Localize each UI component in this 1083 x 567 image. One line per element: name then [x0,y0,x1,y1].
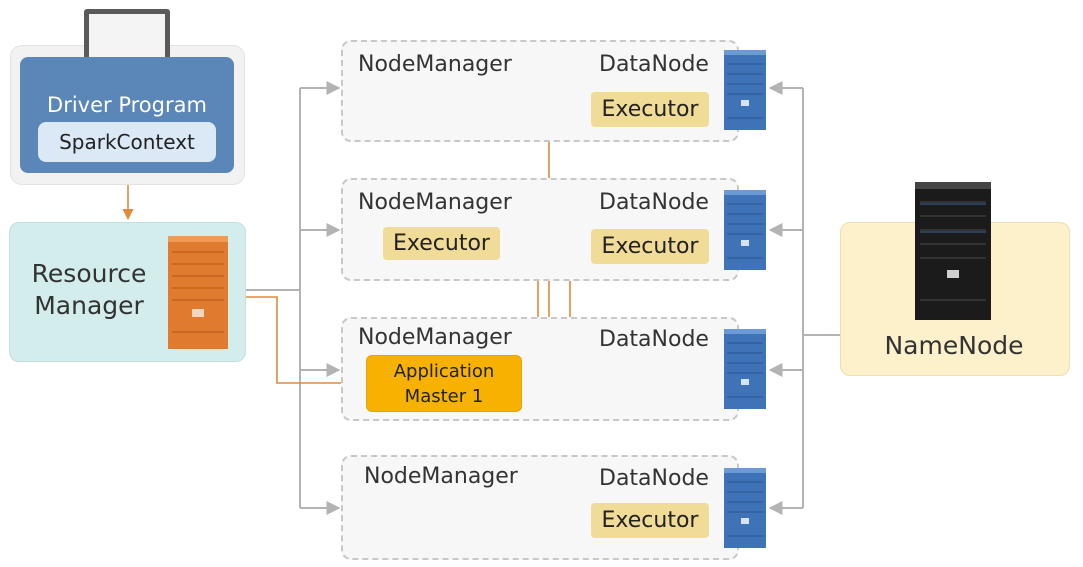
node-4-nodemanager-label: NodeManager [364,464,518,489]
driver-program-title: Driver Program [47,93,207,117]
node-2-nodemanager-label: NodeManager [358,190,512,215]
datanode-2-server-icon [724,190,766,270]
rm-to-nodemanager-connectors [244,81,341,515]
application-master-line1: Application [393,361,495,382]
node-1-datanode-label: DataNode [599,52,709,77]
node-3-datanode-label: DataNode [599,327,709,352]
datanode-1-server-icon [724,50,766,130]
node-3-nodemanager-label: NodeManager [358,325,512,350]
application-master-box: Application Master 1 [366,355,522,412]
datanode-4-server-icon [724,468,766,548]
namenode-server-icon [915,182,991,320]
datanode-3-server-icon [724,329,766,409]
node-1-executor: Executor [591,92,709,127]
worker-node-1 [341,40,739,142]
node-2-datanode-label: DataNode [599,190,709,215]
node-1-nodemanager-label: NodeManager [358,52,512,77]
namenode-label: NameNode [884,331,1024,360]
application-master-line2: Master 1 [404,386,484,407]
node-2-executor-left: Executor [383,227,500,260]
resource-manager-label-line2: Manager [34,291,144,320]
namenode-to-datanode-connectors [768,81,840,515]
spark-context-box: SparkContext [38,122,216,162]
resource-manager-label: Resource Manager [14,258,164,322]
server-icon [168,236,228,349]
node-2-executor-right: Executor [591,229,709,264]
resource-manager-label-line1: Resource [31,259,147,288]
node-4-executor: Executor [591,503,709,538]
node-4-datanode-label: DataNode [599,466,709,491]
